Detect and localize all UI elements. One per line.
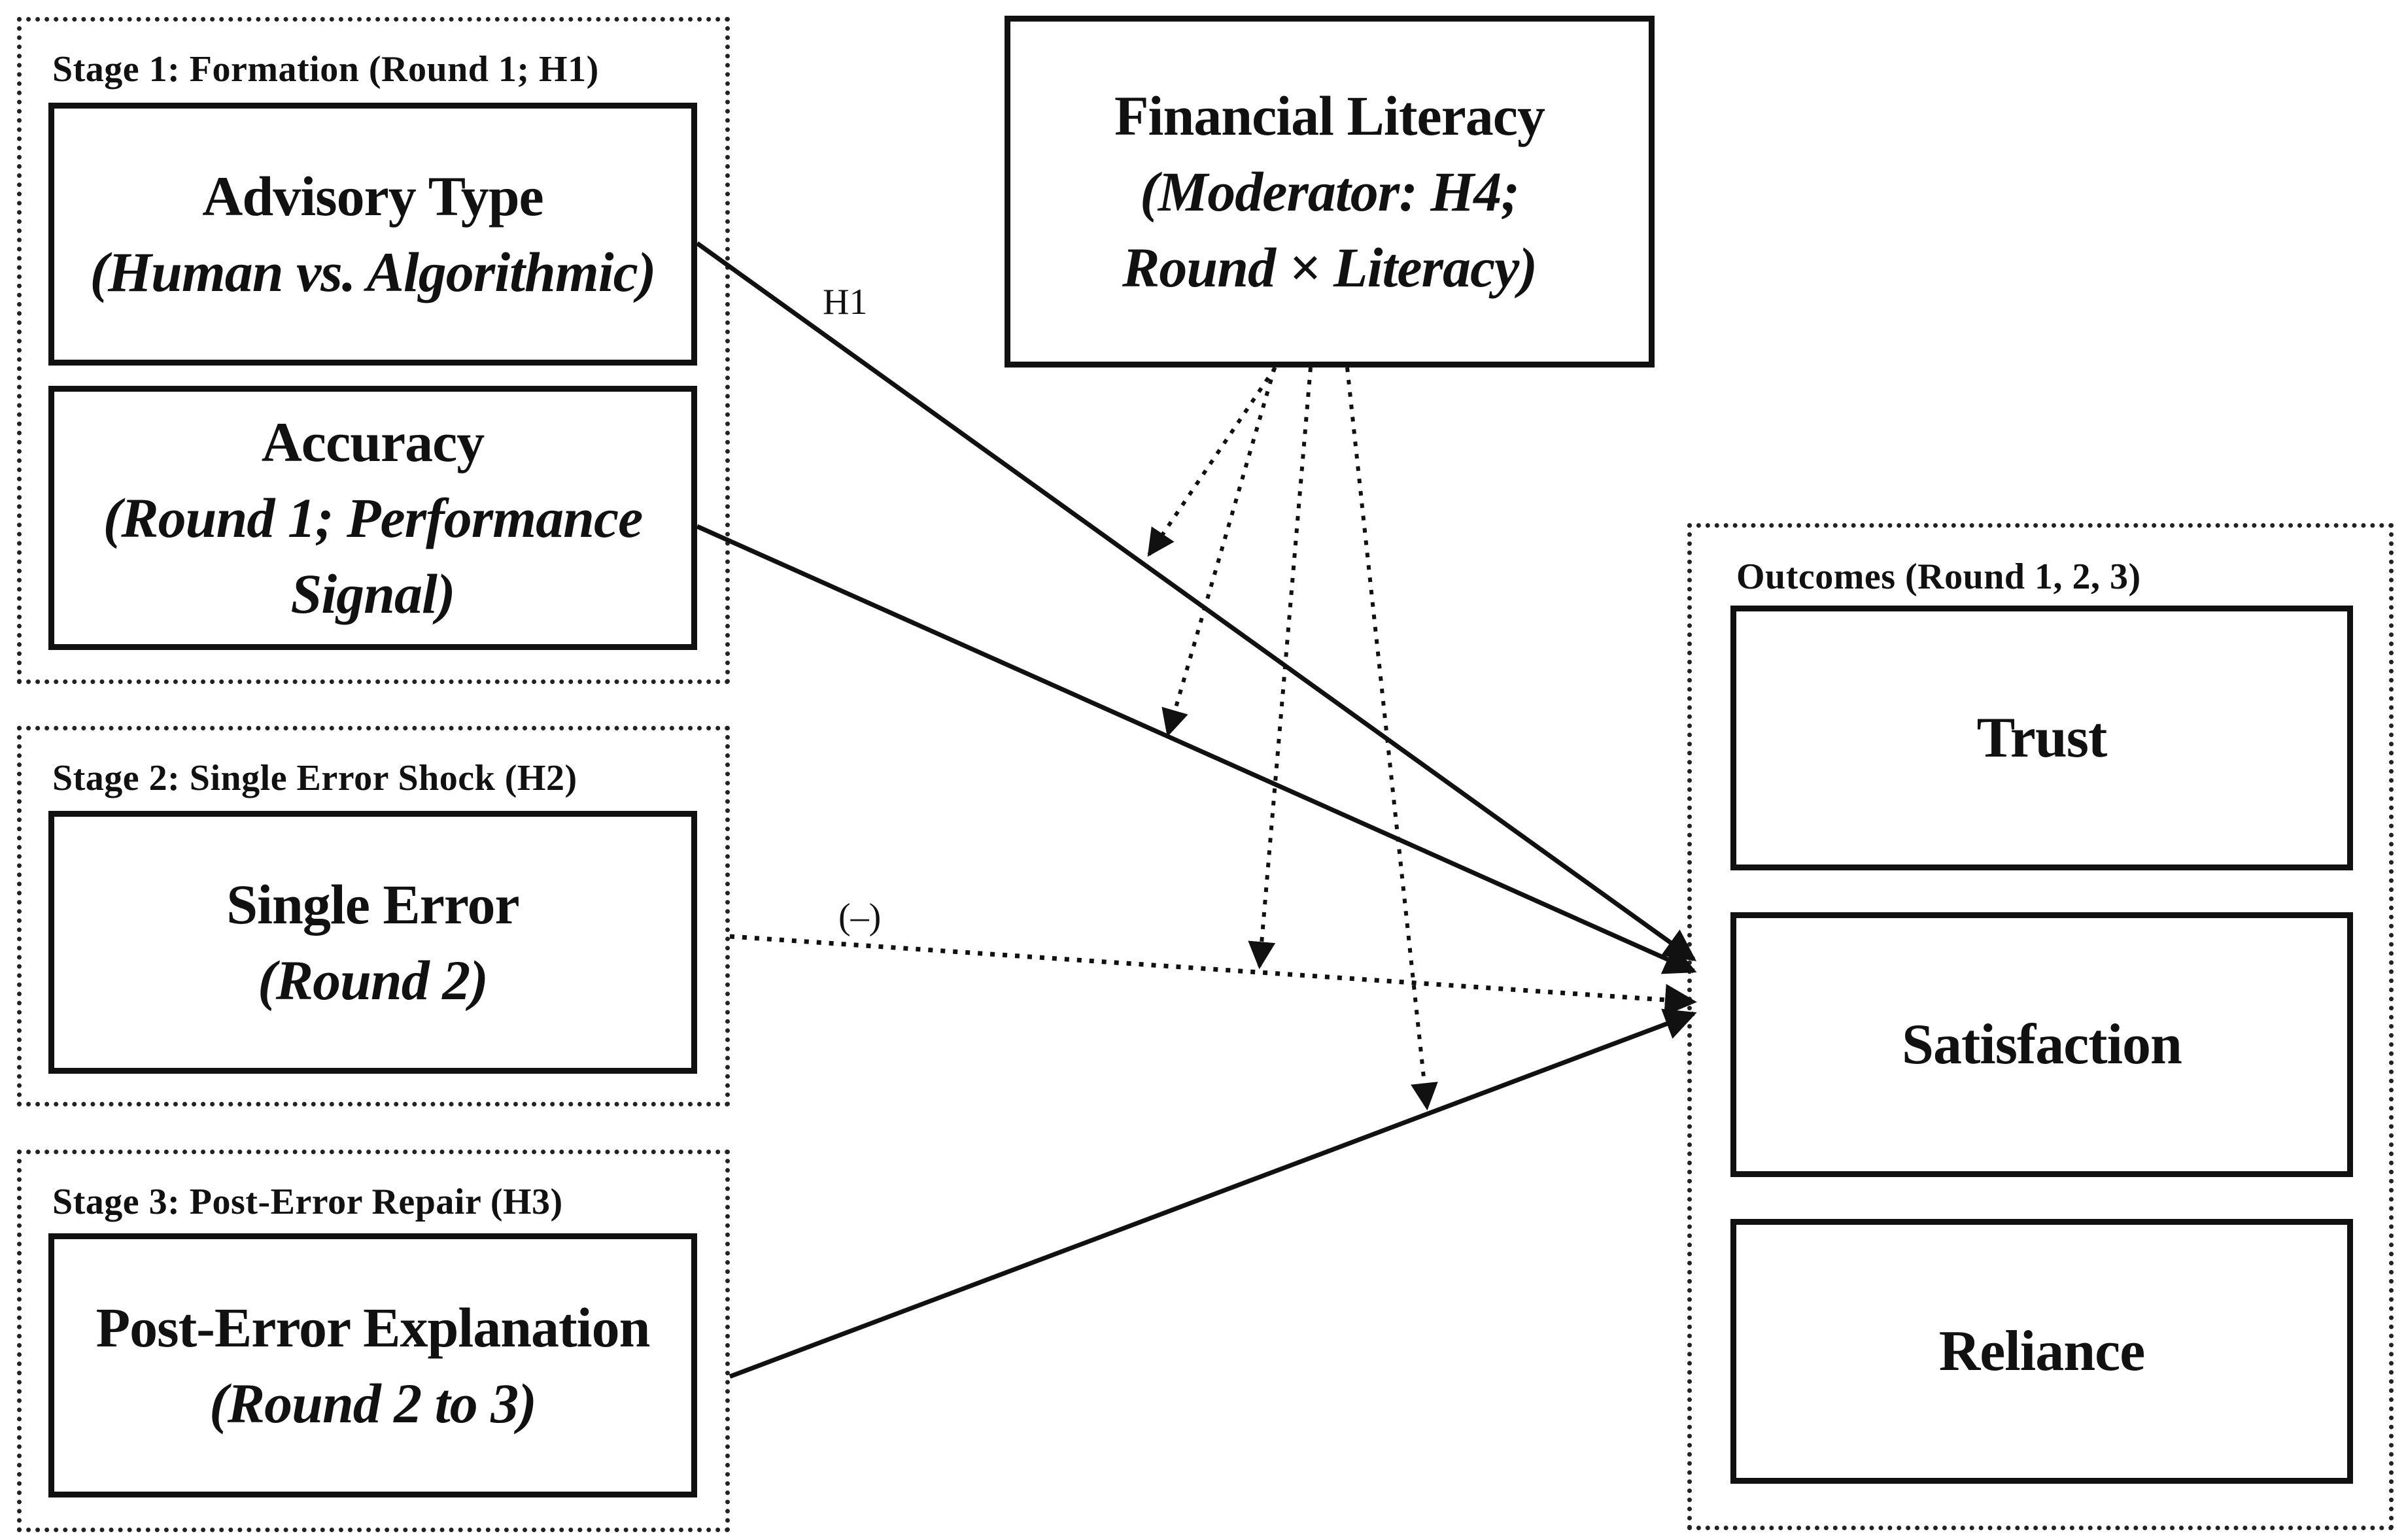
satisfaction-title: Satisfaction (1902, 1013, 2182, 1076)
moderator-arrow-1 (1147, 366, 1277, 557)
outcomes-label: Outcomes (Round 1, 2, 3) (1736, 556, 2141, 597)
advisory-type-box: Advisory Type (Human vs. Algorithmic) (48, 103, 697, 366)
stage1-label: Stage 1: Formation (Round 1; H1) (52, 49, 599, 90)
arrow-explanation-to-outcomes (729, 1008, 1697, 1379)
arrow-advisory-to-outcomes (695, 241, 1696, 961)
financial-literacy-title: Financial Literacy (1114, 84, 1545, 147)
stage2-group (17, 726, 730, 1106)
reliance-box: Reliance (1730, 1219, 2353, 1484)
arrow-accuracy-to-outcomes (696, 524, 1697, 974)
arrow-error-to-outcomes (729, 934, 1697, 1016)
stage3-label: Stage 3: Post-Error Repair (H3) (52, 1182, 563, 1222)
trust-box: Trust (1730, 606, 2353, 870)
financial-literacy-box: Financial Literacy (Moderator: H4; Round… (1005, 16, 1655, 368)
reliance-title: Reliance (1938, 1320, 2146, 1383)
financial-literacy-sub-line2: Round × Literacy) (1122, 236, 1538, 299)
stage1-group (17, 17, 730, 684)
post-error-explanation-title: Post-Error Explanation (95, 1295, 651, 1359)
accuracy-title: Accuracy (261, 410, 485, 473)
trust-title: Trust (1976, 706, 2108, 770)
advisory-type-sub: (Human vs. Algorithmic) (90, 241, 657, 303)
accuracy-box: Accuracy (Round 1; Performance Signal) (48, 386, 697, 650)
accuracy-sub-line2: Signal) (290, 562, 455, 626)
negative-edge-label: (–) (838, 897, 882, 937)
post-error-explanation-box: Post-Error Explanation (Round 2 to 3) (48, 1233, 697, 1497)
h1-edge-label: H1 (823, 282, 868, 322)
advisory-type-title: Advisory Type (202, 164, 543, 228)
satisfaction-box: Satisfaction (1730, 912, 2353, 1177)
moderator-arrow-3 (1248, 367, 1313, 970)
single-error-box: Single Error (Round 2) (48, 811, 697, 1074)
moderator-arrow-2 (1161, 367, 1277, 738)
stage2-label: Stage 2: Single Error Shock (H2) (52, 758, 577, 798)
financial-literacy-sub-line1: (Moderator: H4; (1140, 160, 1520, 223)
post-error-explanation-sub: (Round 2 to 3) (209, 1372, 537, 1435)
stage3-group (17, 1150, 730, 1532)
accuracy-sub-line1: (Round 1; Performance (103, 486, 644, 549)
single-error-sub: (Round 2) (258, 949, 489, 1012)
single-error-title: Single Error (226, 872, 519, 936)
